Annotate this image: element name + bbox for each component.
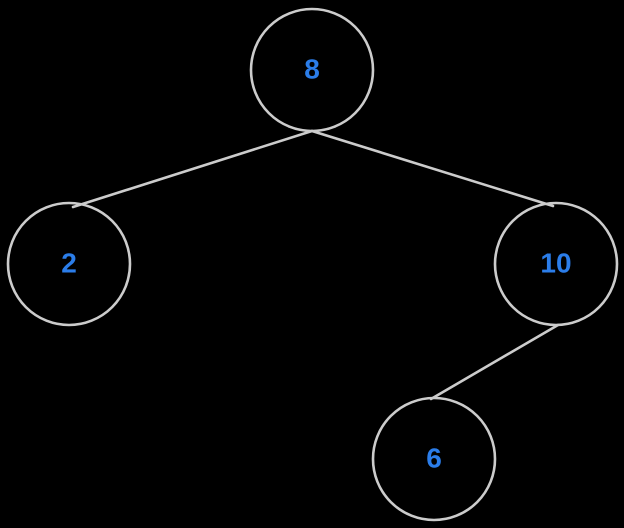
- edge-root-to-right: [310, 129, 555, 208]
- edge-group: [71, 129, 560, 401]
- edge-right-to-right-left: [429, 323, 560, 401]
- node-right-label: 10: [540, 247, 571, 278]
- node-left[interactable]: 2: [6, 201, 132, 327]
- node-root-circle[interactable]: [249, 7, 375, 133]
- edge-root-to-left: [71, 129, 314, 209]
- node-right[interactable]: 10: [493, 201, 619, 327]
- node-root-label: 8: [304, 53, 320, 84]
- node-right-circle[interactable]: [493, 201, 619, 327]
- node-right-left[interactable]: 6: [371, 396, 497, 522]
- node-left-circle[interactable]: [6, 201, 132, 327]
- node-root[interactable]: 8: [249, 7, 375, 133]
- node-right-left-circle[interactable]: [371, 396, 497, 522]
- node-left-label: 2: [61, 247, 77, 278]
- node-right-left-label: 6: [426, 442, 442, 473]
